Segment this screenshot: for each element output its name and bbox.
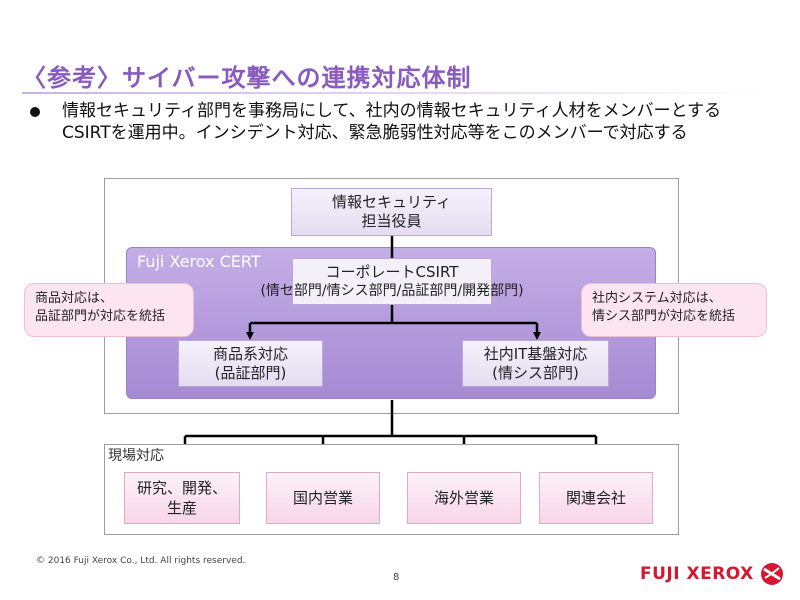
xerox-ball-icon xyxy=(760,563,783,585)
bullet-marker xyxy=(30,107,40,117)
field-unit-affiliates-label: 関連会社 xyxy=(565,489,626,507)
field-unit-domestic-label: 国内営業 xyxy=(292,489,353,507)
bullet-text: 情報セキュリティ部門を事務局にして、社内の情報セキュリティ人材をメンバーとするC… xyxy=(62,101,722,143)
it-infrastructure-title: 社内IT基盤対応 xyxy=(483,344,588,363)
field-unit-affiliates: 関連会社 xyxy=(539,472,653,524)
page-number: 8 xyxy=(393,572,400,583)
callout-internal-line1: 社内システム対応は、 xyxy=(592,291,722,306)
security-officer-line1: 情報セキュリティ xyxy=(331,193,452,211)
field-unit-rnd-line2: 生産 xyxy=(166,499,197,517)
field-response-label: 現場対応 xyxy=(108,448,164,464)
security-officer-node: 情報セキュリティ 担当役員 xyxy=(291,188,492,236)
product-response-title: 商品系対応 xyxy=(212,344,288,363)
product-response-node: 商品系対応 (品証部門) xyxy=(178,340,323,387)
field-unit-rnd: 研究、開発、 生産 xyxy=(124,472,240,524)
corporate-csirt-members: (情セ部門/情シス部門/品証部門/開発部門) xyxy=(260,282,524,299)
copyright-notice: © 2016 Fuji Xerox Co., Ltd. All rights r… xyxy=(36,556,246,566)
field-unit-domestic-sales: 国内営業 xyxy=(266,472,380,524)
it-infrastructure-node: 社内IT基盤対応 (情シス部門) xyxy=(462,340,609,387)
callout-product-line2: 品証部門が対応を統括 xyxy=(35,309,166,324)
product-response-dept: (品証部門) xyxy=(214,363,287,382)
slide-title: 〈参考〉サイバー攻撃への連携対応体制 xyxy=(22,64,472,92)
cert-label: Fuji Xerox CERT xyxy=(137,252,261,271)
callout-product-line1: 商品対応は、 xyxy=(35,291,114,306)
it-infrastructure-dept: (情シス部門) xyxy=(492,363,579,382)
callout-internal-system: 社内システム対応は、 情シス部門が対応を統括 xyxy=(581,283,767,337)
field-unit-rnd-line1: 研究、開発、 xyxy=(136,479,227,497)
logo-wordmark: FUJI XEROX xyxy=(640,564,754,584)
security-officer-line2: 担当役員 xyxy=(361,212,422,230)
corporate-csirt-title: コーポレートCSIRT xyxy=(325,262,459,281)
callout-internal-line2: 情シス部門が対応を統括 xyxy=(592,309,736,324)
field-unit-overseas-sales: 海外営業 xyxy=(407,472,521,524)
corporate-csirt-node: コーポレートCSIRT (情セ部門/情シス部門/品証部門/開発部門) xyxy=(260,258,524,305)
fuji-xerox-logo: FUJI XEROX xyxy=(640,561,785,587)
callout-product: 商品対応は、 品証部門が対応を統括 xyxy=(24,283,194,337)
title-underline xyxy=(22,92,776,94)
field-unit-overseas-label: 海外営業 xyxy=(433,489,494,507)
